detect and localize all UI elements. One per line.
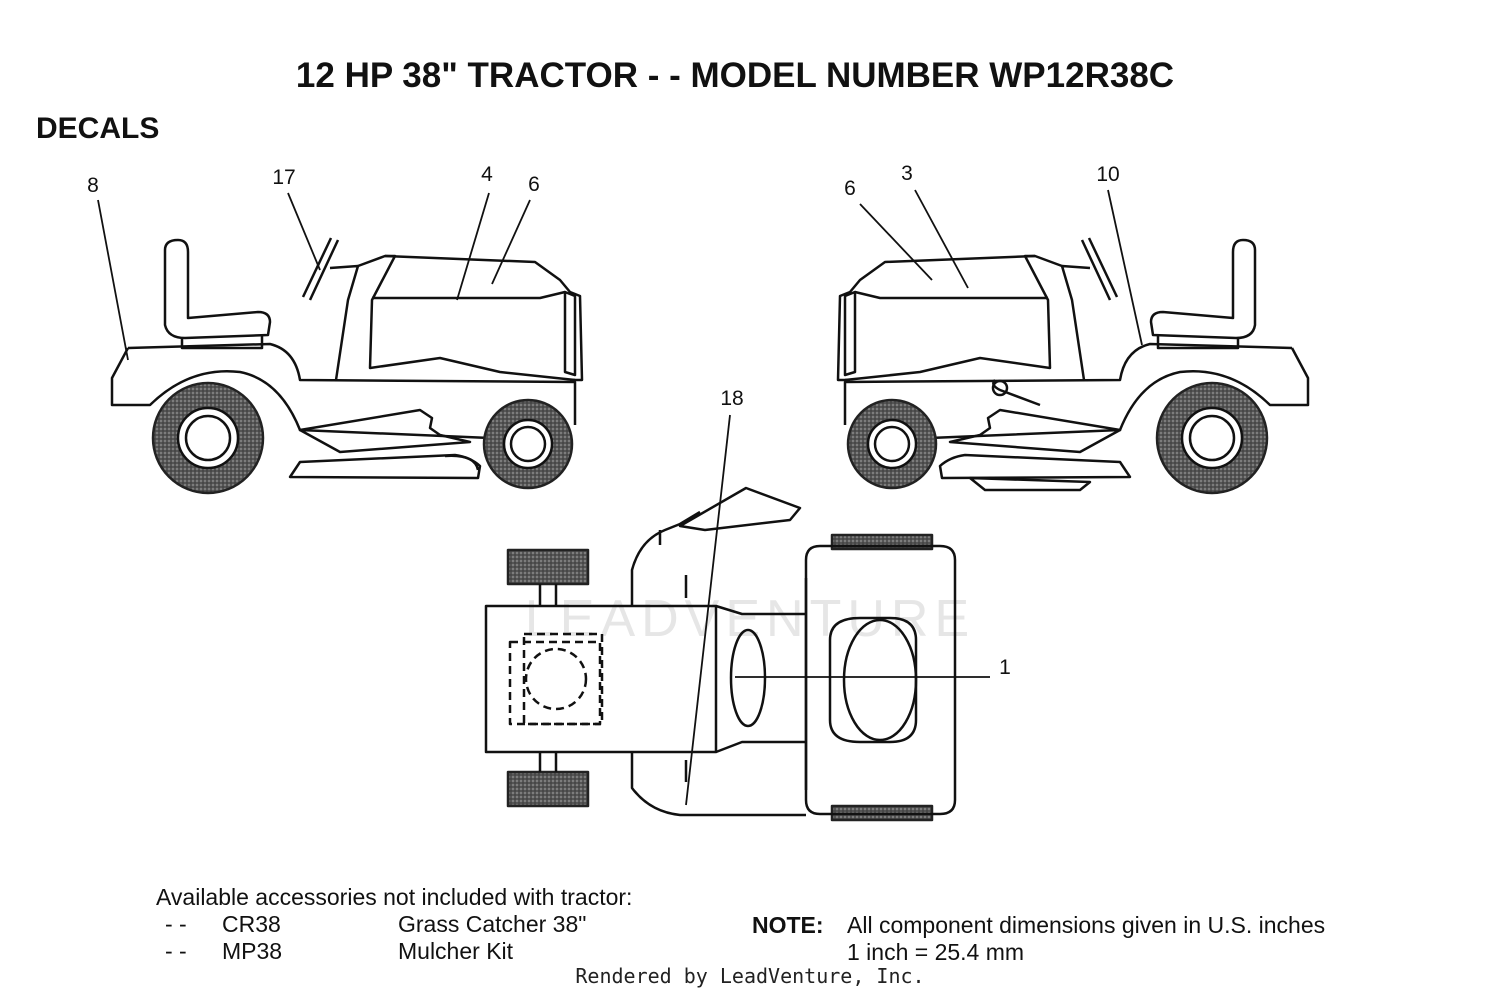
callout-18: 18 xyxy=(720,387,743,410)
page-title: 12 HP 38" TRACTOR - - MODEL NUMBER WP12R… xyxy=(295,56,1175,95)
callout-8: 8 xyxy=(87,174,99,197)
note-label: NOTE: xyxy=(752,912,824,938)
callout-6-right: 6 xyxy=(844,177,856,200)
accessory-part-1: CR38 xyxy=(222,911,281,937)
callout-17: 17 xyxy=(272,166,295,189)
tractor-left-view xyxy=(110,237,584,495)
note-line-1: All component dimensions given in U.S. i… xyxy=(847,912,1326,938)
tractor-top-view xyxy=(484,486,957,822)
accessory-dash-2: - - xyxy=(165,938,187,964)
tractor-right-view xyxy=(836,237,1310,495)
accessories-heading: Available accessories not included with … xyxy=(156,884,633,910)
callout-6-left: 6 xyxy=(528,173,540,196)
accessory-part-2: MP38 xyxy=(222,938,283,964)
callout-10: 10 xyxy=(1096,163,1119,186)
leader-lines xyxy=(97,189,1143,806)
section-heading: DECALS xyxy=(36,112,160,145)
note-line-2: 1 inch = 25.4 mm xyxy=(847,939,1025,965)
callout-4: 4 xyxy=(481,163,493,186)
accessory-desc-2: Mulcher Kit xyxy=(398,938,514,964)
callout-3: 3 xyxy=(901,162,913,185)
footer-credit: Rendered by LeadVenture, Inc. xyxy=(575,964,925,988)
accessory-dash-1: - - xyxy=(165,911,187,937)
callout-1: 1 xyxy=(999,656,1011,679)
accessory-desc-1: Grass Catcher 38" xyxy=(398,911,587,937)
